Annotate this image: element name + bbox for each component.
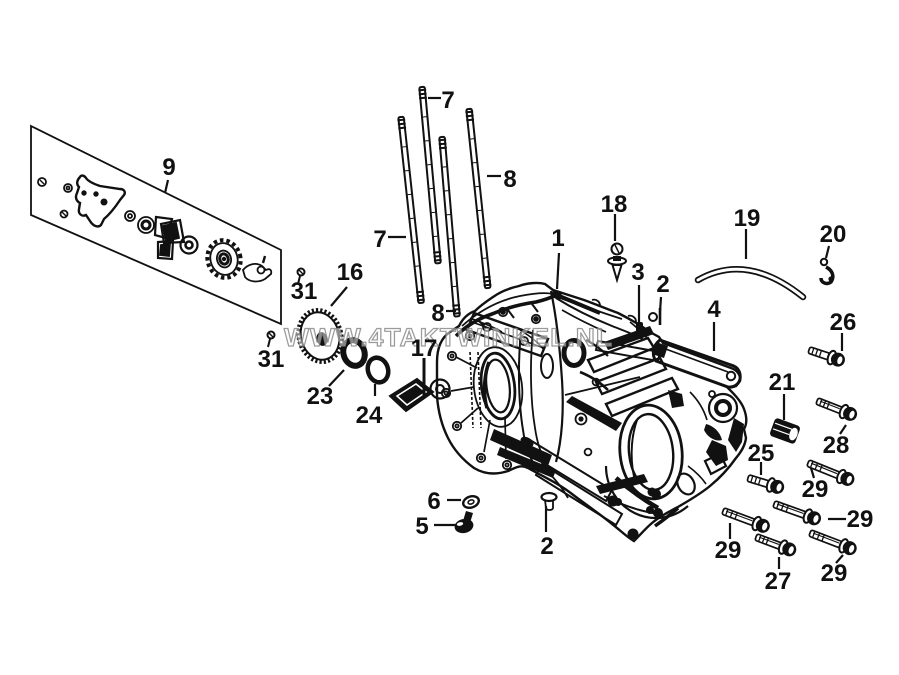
svg-text:3: 3 (631, 259, 644, 286)
svg-text:26: 26 (830, 309, 857, 336)
svg-text:4: 4 (707, 296, 721, 323)
svg-text:16: 16 (337, 259, 364, 286)
svg-text:24: 24 (356, 402, 383, 429)
svg-text:8: 8 (431, 300, 444, 327)
svg-text:29: 29 (802, 476, 829, 503)
svg-text:7: 7 (373, 226, 386, 253)
svg-text:18: 18 (601, 191, 628, 218)
svg-text:28: 28 (823, 432, 850, 459)
svg-text:6: 6 (427, 488, 440, 515)
svg-text:31: 31 (258, 346, 285, 373)
svg-text:29: 29 (715, 537, 742, 564)
svg-text:23: 23 (307, 383, 334, 410)
svg-text:5: 5 (415, 513, 428, 540)
svg-text:2: 2 (656, 271, 669, 298)
svg-text:21: 21 (769, 369, 796, 396)
svg-text:1: 1 (551, 225, 564, 252)
svg-text:20: 20 (820, 221, 847, 248)
svg-text:WWW.4TAKTWINKEL.NL: WWW.4TAKTWINKEL.NL (284, 324, 613, 352)
svg-text:17: 17 (411, 335, 438, 362)
svg-text:29: 29 (847, 506, 874, 533)
svg-text:7: 7 (441, 87, 454, 114)
svg-text:27: 27 (765, 568, 792, 595)
svg-text:29: 29 (821, 560, 848, 587)
svg-text:31: 31 (291, 278, 318, 305)
svg-text:2: 2 (540, 533, 553, 560)
svg-text:19: 19 (734, 205, 761, 232)
svg-text:8: 8 (503, 166, 516, 193)
svg-text:25: 25 (748, 440, 775, 467)
svg-text:9: 9 (162, 154, 175, 181)
